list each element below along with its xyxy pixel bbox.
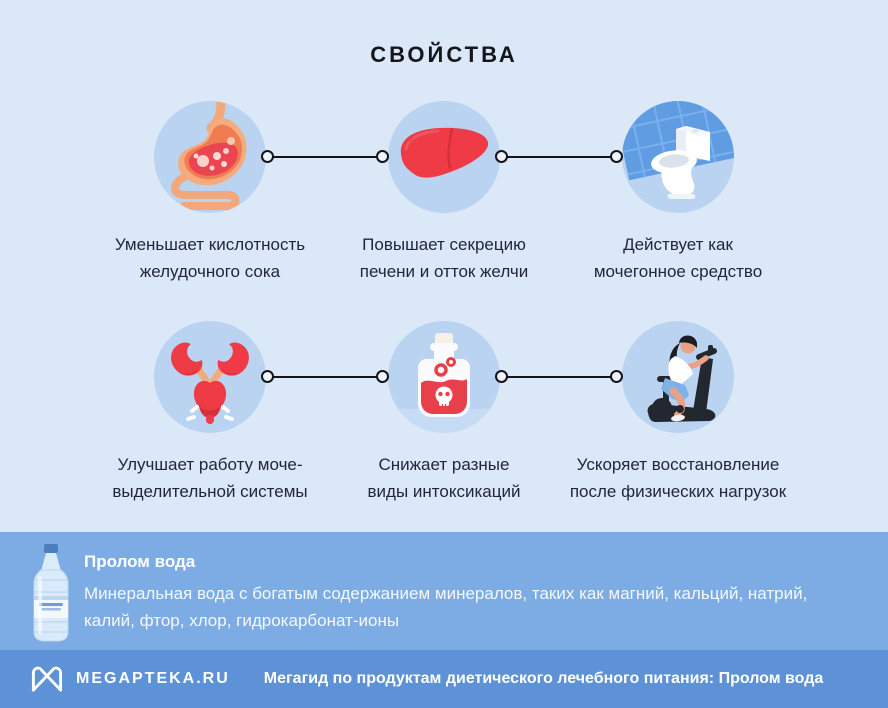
page-title: СВОЙСТВА	[370, 42, 518, 67]
footer-tagline: Мегагид по продуктам диетического лечебн…	[263, 670, 824, 687]
stomach-icon	[170, 101, 247, 210]
feature-label: Ускоряет восстановление после физических…	[569, 455, 787, 501]
connector-line	[495, 150, 623, 163]
brand-name: MEGAPTEKA.RU	[76, 670, 230, 687]
liver-icon	[400, 127, 489, 178]
brand: MEGAPTEKA.RU	[30, 665, 230, 693]
poison-bottle-icon	[388, 333, 500, 433]
feature-label: Повышает секрецию печени и отток желчи	[359, 235, 529, 281]
water-bottle-image	[33, 544, 69, 642]
feature-circle-exercise	[622, 321, 734, 433]
feature-label: Действует как мочегонное средство	[593, 235, 763, 281]
urinary-system-icon	[171, 342, 249, 424]
feature-circle-toxins	[388, 321, 500, 433]
feature-circle-toilet	[622, 101, 734, 213]
connector-line	[495, 370, 623, 383]
feature-label: Снижает разные виды интоксикаций	[367, 455, 521, 501]
feature-label: Уменьшает кислотность желудочного сока	[114, 235, 306, 281]
connector-line	[261, 370, 389, 383]
connector-line	[261, 150, 389, 163]
product-name: Пролом вода	[84, 552, 196, 571]
product-description: Минеральная вода с богатым содержанием м…	[84, 584, 808, 630]
feature-label: Улучшает работу моче- выделительной сист…	[112, 455, 308, 501]
feature-circle-liver	[388, 101, 500, 213]
footer-bar: MEGAPTEKA.RU Мегагид по продуктам диетич…	[0, 650, 888, 708]
toilet-icon	[622, 101, 734, 199]
exercise-bike-icon	[647, 335, 717, 422]
megapteka-logo-icon	[31, 666, 63, 692]
feature-circle-stomach	[154, 101, 266, 213]
feature-circle-urinary	[154, 321, 266, 433]
product-info-bar: Пролом вода Минеральная вода с богатым с…	[0, 532, 888, 650]
